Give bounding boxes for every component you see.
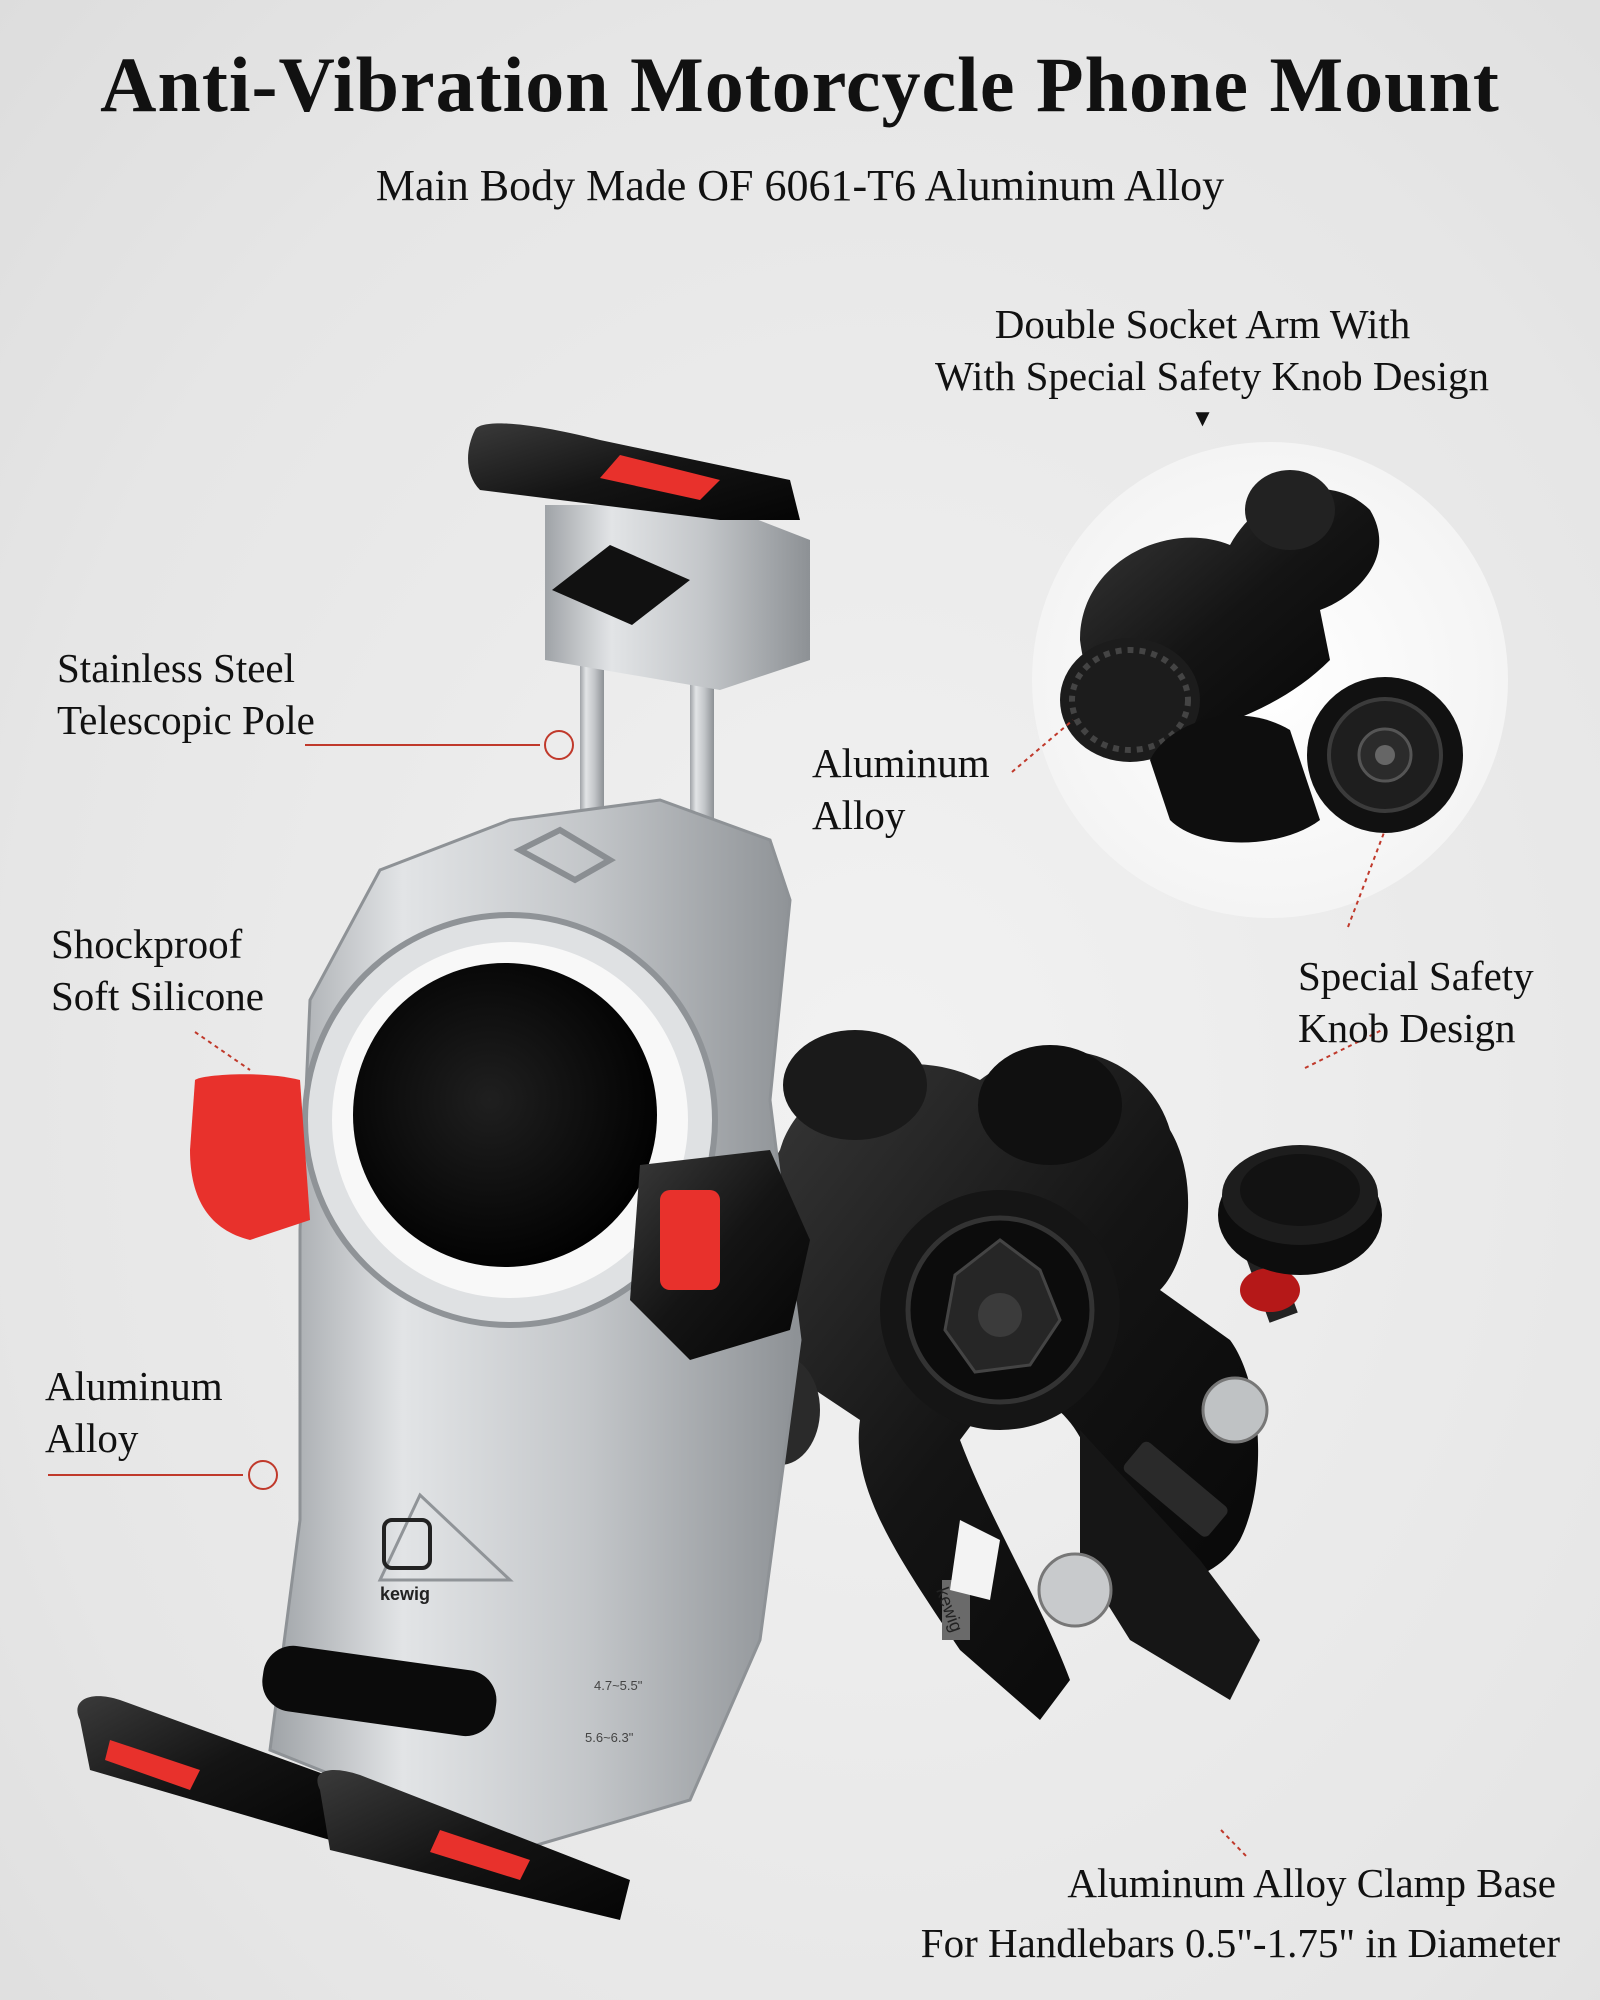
socket-arm-inset xyxy=(1032,442,1508,918)
body-alloy-callout: Aluminum Alloy xyxy=(45,1363,223,1461)
clamp-base-callout: Aluminum Alloy Clamp Base For Handlebars… xyxy=(820,1857,1560,1969)
clamp-base-title: Aluminum Alloy Clamp Base xyxy=(1067,1860,1556,1906)
phone-holder-body: kewig 4.7~5.5" 5.6~6.3" xyxy=(77,423,810,1920)
callout-lines xyxy=(48,719,1387,1859)
page-title: Anti-Vibration Motorcycle Phone Mount xyxy=(100,41,1500,128)
body-leader-dot xyxy=(248,1460,278,1490)
rubber-pad xyxy=(353,963,657,1267)
left-silicone-arm xyxy=(190,1074,310,1240)
clamp-base: kewig xyxy=(700,1030,1269,1720)
brand-label: kewig xyxy=(380,1584,430,1604)
telescopic-pole-callout: Stainless Steel Telescopic Pole xyxy=(57,645,315,743)
safety-knob xyxy=(1218,1145,1382,1323)
down-arrow-icon: ▼ xyxy=(1190,406,1215,432)
socket-arm-callout: Double Socket Arm With With Special Safe… xyxy=(935,298,1489,436)
pole-leader-dot xyxy=(544,730,574,760)
page-subtitle: Main Body Made OF 6061-T6 Aluminum Alloy xyxy=(375,161,1225,210)
silicone-leader-line xyxy=(194,1031,251,1071)
clamp-leader-line xyxy=(1220,1829,1249,1859)
brand-badge: kewig xyxy=(377,1492,514,1604)
inset-alloy-callout: Aluminum Alloy xyxy=(812,740,990,838)
clamp-base-spec: For Handlebars 0.5"-1.75" in Diameter xyxy=(920,1920,1560,1966)
size-mark-large: 5.6~6.3" xyxy=(585,1730,634,1745)
inset-leader-line xyxy=(1011,719,1074,773)
inset-knob-leader-line xyxy=(1347,829,1386,928)
telescopic-pole-left xyxy=(580,640,604,820)
safety-knob-callout: Special Safety Knob Design xyxy=(1298,953,1534,1051)
soft-silicone-callout: Shockproof Soft Silicone xyxy=(51,921,264,1019)
knob-leader-line xyxy=(1304,1027,1387,1069)
socket-arm-image xyxy=(1060,470,1463,843)
size-mark-small: 4.7~5.5" xyxy=(594,1678,643,1693)
